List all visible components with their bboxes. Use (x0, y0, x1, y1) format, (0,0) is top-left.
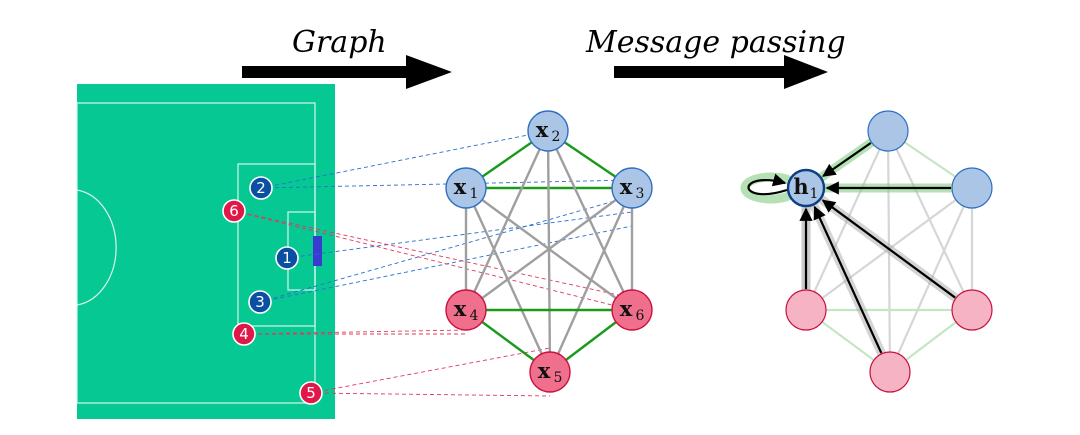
graph-edge-3-4 (465, 187, 633, 311)
message-arrows (747, 142, 956, 354)
mapping-line-6-a (233, 210, 633, 299)
heading-graph-group: Graph (242, 25, 452, 89)
graph-node-symbol: x (620, 174, 633, 199)
self-loop-arrow (747, 173, 788, 196)
graph-node-circle (527, 110, 569, 152)
graph-node-circle (445, 167, 487, 209)
message-arrow-2 (822, 142, 872, 177)
mp-node-3 (951, 167, 993, 209)
graph-edge-3-5 (548, 187, 634, 373)
graph-node-subscript: 2 (552, 129, 561, 145)
mp-node-circle (951, 167, 993, 209)
player-number: 3 (255, 293, 265, 311)
graph-node-subscript: 4 (470, 308, 479, 324)
player-4: 4 (232, 322, 256, 346)
graph-node-symbol: x (454, 174, 467, 199)
graph-edge-2-6 (546, 130, 634, 311)
graph-arrow (242, 55, 452, 89)
heading-message-passing: Message passing (585, 25, 846, 60)
graph-node-circle (529, 351, 571, 393)
player-marker (275, 246, 299, 270)
player-number: 5 (306, 384, 316, 402)
player-node-mappings (233, 130, 633, 397)
message-passing-arrow (614, 55, 828, 89)
players: 1 2 34 5 6 (222, 176, 323, 405)
graph-node-subscript: 5 (554, 370, 563, 386)
graph-node-subscript: 1 (470, 186, 479, 202)
graph-node-symbol: x (536, 117, 549, 142)
player-marker (248, 290, 272, 314)
graph-node-subscript: 6 (636, 308, 645, 324)
player-number: 4 (239, 325, 249, 343)
mp-edge-2-5 (886, 130, 892, 373)
mp-node-circle (869, 351, 911, 393)
mp-node-6 (951, 289, 993, 331)
mp-node-circle (867, 110, 909, 152)
graph-node-symbol: x (454, 296, 467, 321)
mp-node-2 (867, 110, 909, 152)
graph-edge-2-5 (546, 130, 552, 373)
graph-node-circle (611, 167, 653, 209)
mapping-line-5-a (310, 347, 551, 394)
player-1: 1 (275, 246, 299, 270)
player-marker (299, 381, 323, 405)
player-2: 2 (249, 176, 273, 200)
mapping-line-4-b (243, 329, 467, 335)
graph-node-subscript: 3 (636, 186, 645, 202)
player-number: 2 (256, 179, 266, 197)
mp-node-subscript: 1 (810, 186, 819, 202)
graph-edge-2-4 (464, 130, 550, 311)
mapping-line-5-b (310, 392, 551, 397)
graph-edges (464, 130, 634, 373)
player-5: 5 (299, 381, 323, 405)
graph-node-circle (611, 289, 653, 331)
player-marker (222, 199, 246, 223)
graph-node-circle (445, 289, 487, 331)
mapping-line-3-a (259, 195, 633, 303)
player-3: 3 (248, 290, 272, 314)
player-marker (249, 176, 273, 200)
mp-node-symbol: h (793, 174, 808, 199)
player-marker (232, 322, 256, 346)
player-6: 6 (222, 199, 246, 223)
mp-node-circle (951, 289, 993, 331)
mp-node-circle (786, 168, 826, 208)
player-number: 1 (282, 249, 292, 267)
goal (313, 236, 322, 266)
mp-node-circle (785, 289, 827, 331)
graph-node-symbol: x (538, 358, 551, 383)
message-arrow-5 (813, 205, 883, 354)
mp-node-5 (869, 351, 911, 393)
heading-graph: Graph (292, 25, 387, 60)
heading-message-passing-group: Message passing (585, 25, 846, 89)
mp-edge-2-6 (887, 130, 973, 311)
mp-edge-2-4 (804, 130, 890, 311)
mp-node-4 (785, 289, 827, 331)
mapping-line-6-b (233, 210, 633, 311)
graph-node-symbol: x (620, 296, 633, 321)
mapping-line-1-a (286, 211, 633, 259)
center-circle (76, 189, 117, 306)
message-arrow-6 (821, 199, 956, 299)
player-number: 6 (229, 202, 239, 220)
